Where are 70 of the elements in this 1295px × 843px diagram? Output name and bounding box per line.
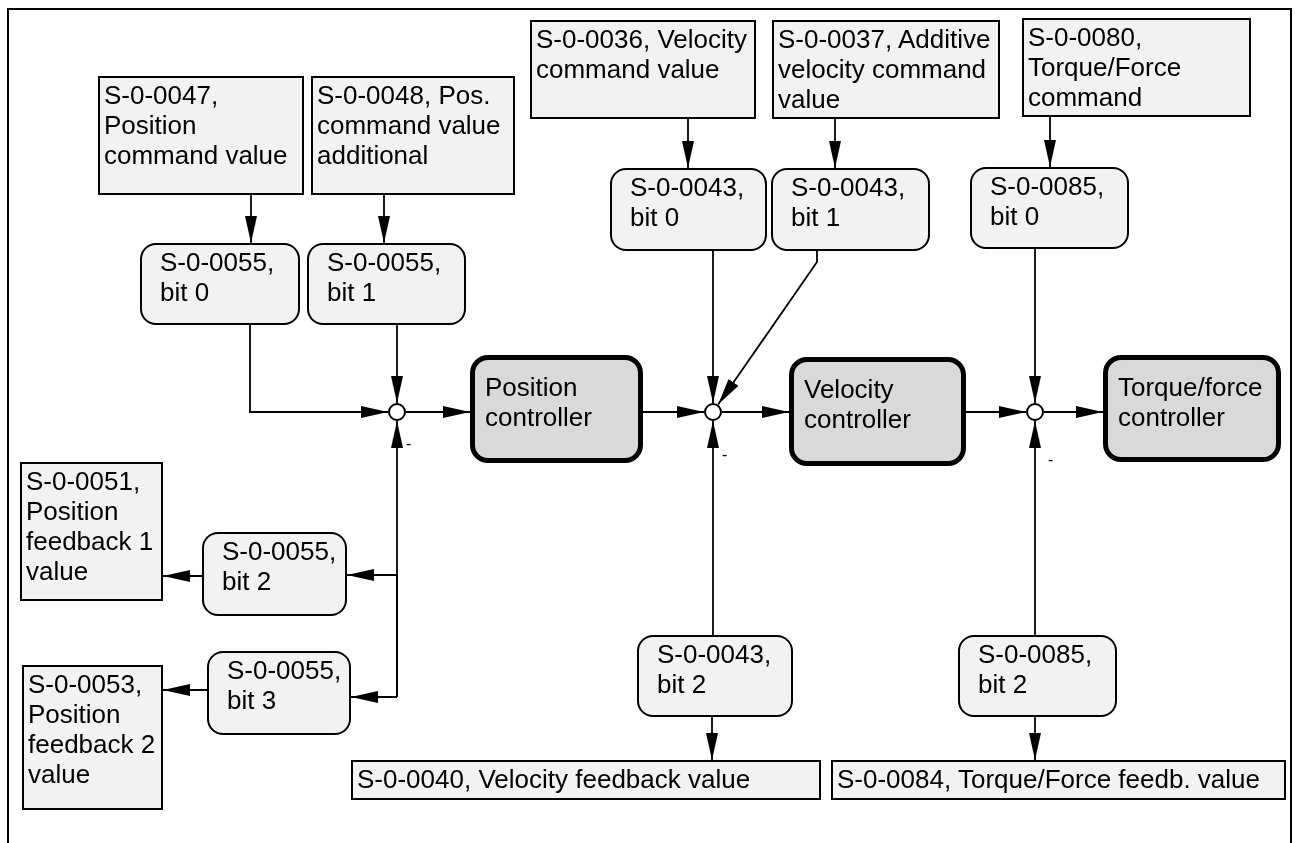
- parameter-label: S-0-0053, Position feedback 2 value: [28, 669, 157, 789]
- parameter-label: S-0-0037, Additive velocity command value: [778, 24, 992, 114]
- summing-junction: [704, 403, 722, 421]
- arrow: [1029, 716, 1041, 761]
- parameter-box: [22, 665, 163, 810]
- minus-sign: -: [406, 436, 412, 452]
- switch-box: [202, 532, 347, 616]
- parameter-label: S-0-0051, Position feedback 1 value: [26, 466, 155, 586]
- arrow: [1029, 248, 1041, 404]
- parameter-label: S-0-0085, bit 2: [978, 639, 1094, 699]
- summing-junction: [388, 403, 406, 421]
- arrow: [162, 684, 208, 696]
- parameter-label: S-0-0055, bit 0: [160, 247, 276, 307]
- parameter-label: S-0-0043, bit 1: [791, 172, 907, 232]
- parameter-box: [20, 462, 163, 601]
- arrow: [717, 250, 818, 406]
- controller-block: [1103, 355, 1281, 462]
- parameter-label: Velocity controller: [804, 374, 912, 434]
- parameter-label: S-0-0036, Velocity command value: [536, 24, 748, 84]
- parameter-label: S-0-0043, bit 0: [630, 172, 746, 232]
- arrow: [1044, 116, 1056, 168]
- arrow: [707, 250, 719, 404]
- parameter-label: S-0-0055, bit 2: [222, 536, 338, 596]
- parameter-label: S-0-0055, bit 3: [227, 655, 343, 715]
- arrow: [707, 420, 719, 636]
- switch-box: [610, 168, 767, 251]
- parameter-label: S-0-0080, Torque/Force command: [1028, 22, 1183, 112]
- switch-box: [637, 635, 793, 717]
- parameter-label: S-0-0043, bit 2: [657, 639, 773, 699]
- parameter-box: [831, 760, 1286, 800]
- arrow: [1029, 420, 1041, 636]
- arrow: [682, 118, 694, 169]
- arrow: [378, 194, 390, 244]
- parameter-label: S-0-0085, bit 0: [990, 171, 1106, 231]
- parameter-box: [311, 76, 515, 195]
- summing-junction: [1026, 403, 1044, 421]
- arrow: [642, 406, 705, 418]
- arrow: [706, 716, 718, 761]
- parameter-box: [530, 20, 756, 119]
- parameter-label: S-0-0048, Pos. command value additional: [317, 80, 502, 170]
- switch-box: [307, 243, 466, 325]
- controller-block: [470, 355, 643, 463]
- arrow: [162, 570, 203, 582]
- arrow: [346, 569, 398, 698]
- arrow: [405, 406, 471, 418]
- parameter-label: Position controller: [485, 372, 593, 432]
- arrow: [965, 406, 1027, 418]
- parameter-box: [1022, 18, 1251, 117]
- controller-block: [789, 357, 966, 466]
- switch-box: [970, 167, 1129, 249]
- arrow: [249, 324, 389, 418]
- switch-box: [140, 243, 300, 325]
- parameter-label: Torque/force controller: [1118, 372, 1264, 432]
- parameter-label: S-0-0055, bit 1: [327, 247, 443, 307]
- switch-box: [771, 168, 930, 251]
- parameter-label: S-0-0040, Velocity feedback value: [357, 764, 752, 794]
- parameter-label: S-0-0084, Torque/Force feedb. value: [837, 764, 1261, 794]
- arrow: [721, 406, 790, 418]
- arrow: [245, 194, 257, 244]
- arrow: [350, 691, 398, 703]
- switch-box: [207, 651, 351, 735]
- minus-sign: -: [722, 447, 728, 463]
- arrow: [1043, 406, 1104, 418]
- minus-sign: -: [1048, 452, 1054, 468]
- parameter-label: S-0-0047, Position command value: [104, 80, 289, 170]
- parameter-box: [351, 760, 821, 800]
- switch-box: [958, 635, 1117, 717]
- parameter-box: [98, 76, 304, 195]
- arrow: [391, 324, 403, 404]
- arrow: [829, 118, 841, 169]
